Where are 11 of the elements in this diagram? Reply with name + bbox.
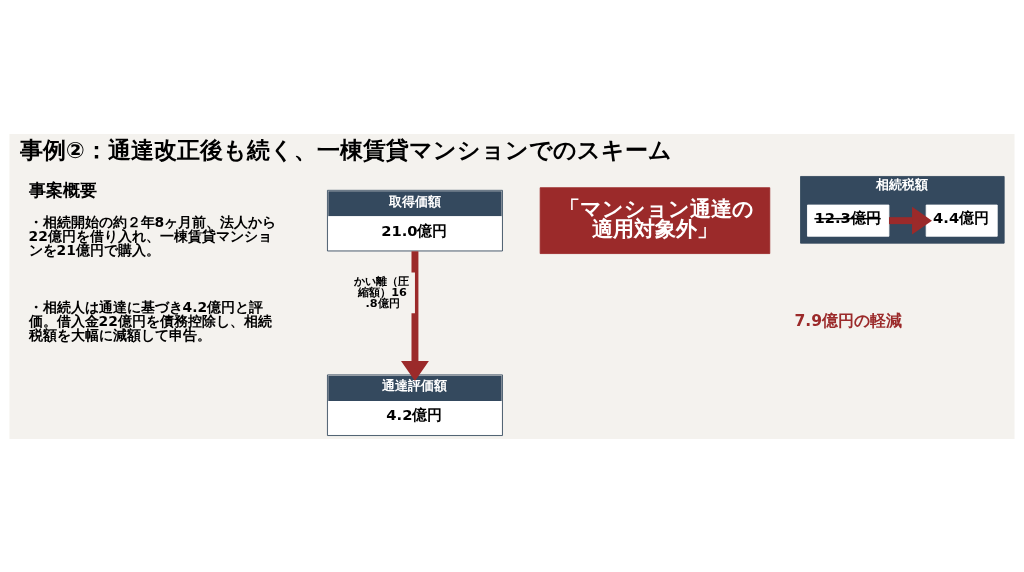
label: ・相続人は通達に基づき4.2億円と評価。借入金22億円を債務控除し、相続税額を大幅に減額して申告。 [28,298,272,343]
arrow [889,206,932,235]
arrow [401,250,429,381]
node-box: 12.3億円 [807,204,890,237]
diagram-title: 事例②：通達改正後も続く、一棟賃貸マンションでのスキーム [19,136,672,163]
label: ・相続開始の約２年8ヶ月前、法人から22億円を借り入れ、一棟賃貸マンションを21億円で購入。 [28,213,277,258]
node-box: 4.4億円 [925,204,998,237]
edge-label: かい離（圧縮額）16.8億円 [354,274,410,310]
node-box: 「マンション通達の適用対象外」 [539,186,771,254]
label: 事案概要 [28,179,97,200]
label: 7.9億円の軽減 [794,311,903,330]
